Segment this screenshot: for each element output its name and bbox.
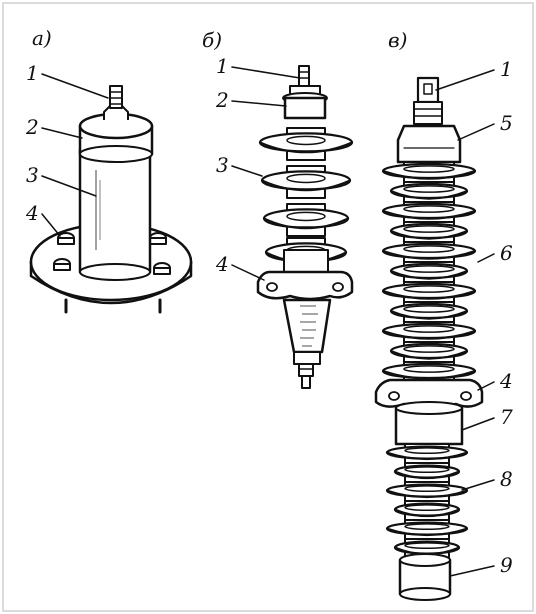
panel-v-callout-7: 7 xyxy=(500,405,513,429)
panel-a-insulator xyxy=(29,85,193,314)
panel-b-leaders xyxy=(231,66,301,281)
panel-a-callout-1: 1 xyxy=(26,61,39,85)
panel-a-leaders xyxy=(41,73,109,237)
panel-b-insulator xyxy=(256,65,354,389)
panel-b-sheds xyxy=(258,127,354,275)
panel-v-callout-5: 5 xyxy=(500,111,513,135)
panel-v-callout-9: 9 xyxy=(500,553,513,577)
panel-v-callout-4: 4 xyxy=(499,369,513,393)
panel-a-callout-4: 4 xyxy=(25,201,39,225)
panel-b-callout-3: 3 xyxy=(216,153,229,177)
panel-v-insulator xyxy=(374,76,484,601)
panel-b-callout-1: 1 xyxy=(216,54,229,78)
panel-v-upper-sheds xyxy=(381,161,477,383)
panel-b-letter: б) xyxy=(202,28,222,52)
panel-v-leaders xyxy=(435,69,495,577)
panel-v-letter: в) xyxy=(388,28,407,52)
panel-v-callout-8: 8 xyxy=(500,467,513,491)
panel-a-callout-3: 3 xyxy=(26,163,39,187)
panel-v-callout-6: 6 xyxy=(500,241,513,265)
panel-a-letter: а) xyxy=(32,26,52,50)
panel-a-callout-2: 2 xyxy=(25,115,39,139)
panel-b-callout-4: 4 xyxy=(215,252,229,276)
panel-b-callout-2: 2 xyxy=(215,88,229,112)
panel-v-callout-1: 1 xyxy=(500,57,513,81)
panel-v-lower-sheds xyxy=(385,443,469,559)
